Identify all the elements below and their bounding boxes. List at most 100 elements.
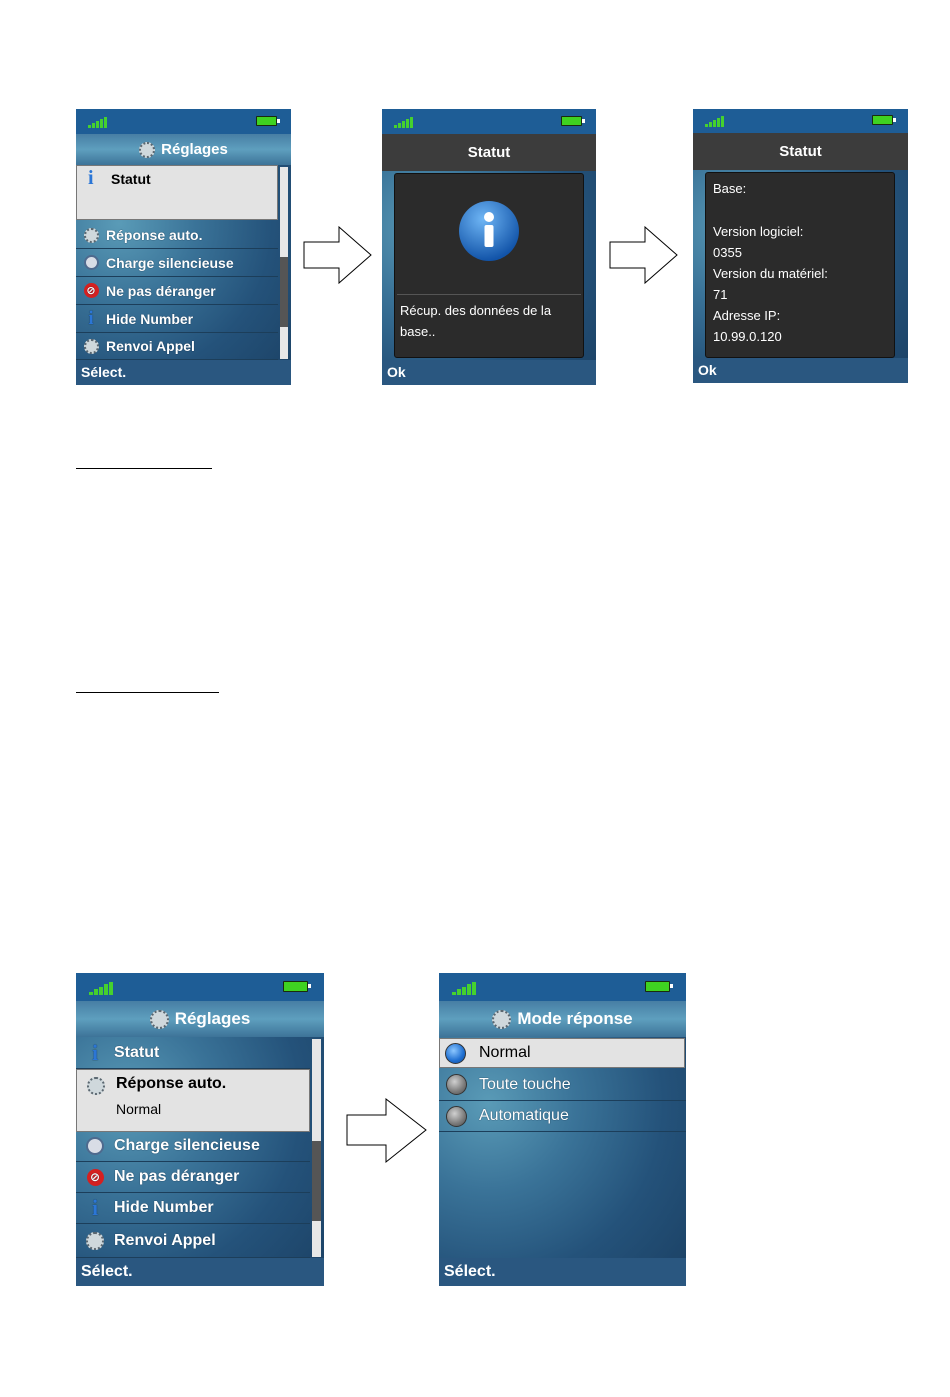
- menu-item-sublabel: Normal: [116, 1101, 162, 1117]
- status-bar: [76, 109, 291, 134]
- menu-item-silent-charge[interactable]: Charge silencieuse: [76, 1131, 310, 1162]
- screen-header: Réglages: [76, 134, 291, 165]
- menu-item-do-not-disturb[interactable]: ⊘ Ne pas déranger: [76, 277, 278, 305]
- menu-item-label: Hide Number: [106, 310, 194, 327]
- screen-title: Statut: [779, 143, 822, 160]
- status-loading-screen: Statut Récup. des données de la base.. O…: [382, 109, 596, 385]
- menu-item-auto-answer[interactable]: Réponse auto.: [76, 222, 278, 249]
- scrollbar-thumb[interactable]: [280, 257, 288, 327]
- softkey-ok[interactable]: Ok: [387, 364, 406, 380]
- arrow-right-icon: [609, 226, 678, 285]
- options-body: [439, 1037, 686, 1258]
- menu-item-label: Ne pas déranger: [114, 1168, 240, 1185]
- option-any-key[interactable]: Toute touche: [439, 1069, 686, 1101]
- menu-item-call-forward[interactable]: Renvoi Appel: [76, 1224, 310, 1258]
- softkey-bar: Sélect.: [439, 1258, 686, 1286]
- radio-checked-icon[interactable]: [445, 1043, 466, 1064]
- dialog-separator: [397, 294, 581, 295]
- settings-screen-1: Réglages i Statut Réponse auto. Charge s…: [76, 109, 291, 385]
- settings-gear-icon: [139, 141, 156, 158]
- phone-settings-icon: [492, 1009, 512, 1029]
- battery-icon: [283, 981, 311, 992]
- option-label: Toute touche: [479, 1075, 571, 1093]
- do-not-disturb-icon: ⊘: [83, 283, 99, 298]
- webcam-icon: [86, 1137, 104, 1155]
- status-bar: [439, 973, 686, 1001]
- underline: [76, 468, 212, 469]
- answer-mode-screen: Mode réponse Normal Toute touche Automat…: [439, 973, 686, 1286]
- menu-item-call-forward[interactable]: Renvoi Appel: [76, 333, 278, 360]
- option-automatic[interactable]: Automatique: [439, 1101, 686, 1132]
- softkey-select[interactable]: Sélect.: [81, 1263, 133, 1280]
- do-not-disturb-icon: ⊘: [86, 1168, 104, 1186]
- status-line: 0355: [713, 245, 742, 260]
- signal-strength-icon: [88, 116, 107, 128]
- signal-strength-icon: [89, 981, 113, 995]
- status-bar: [382, 109, 596, 134]
- menu-item-label: Statut: [114, 1043, 160, 1061]
- menu-item-selected[interactable]: Réponse auto. Normal: [76, 1069, 310, 1132]
- radio-unchecked-icon[interactable]: [445, 1105, 467, 1127]
- menu-item-label: Réponse auto.: [106, 227, 203, 243]
- option-normal[interactable]: Normal: [439, 1038, 685, 1068]
- battery-icon: [872, 115, 896, 125]
- battery-icon: [561, 116, 585, 126]
- status-line: Base:: [713, 181, 747, 196]
- settings-screen-2: Réglages i Statut Réponse auto. Normal C…: [76, 973, 324, 1286]
- info-icon: i: [91, 1039, 99, 1065]
- scrollbar[interactable]: [280, 167, 288, 359]
- menu-item-selected[interactable]: i Statut: [76, 165, 278, 220]
- option-label: Normal: [479, 1044, 531, 1061]
- status-bar: [76, 973, 324, 1001]
- arrow-right-icon: [303, 226, 372, 285]
- status-line: Adresse IP:: [713, 308, 781, 323]
- arrow-right-icon: [346, 1098, 427, 1164]
- signal-strength-icon: [705, 115, 724, 127]
- webcam-icon: [83, 255, 99, 270]
- screen-title: Statut: [467, 144, 511, 161]
- menu-item-status[interactable]: i Statut: [76, 1037, 310, 1069]
- scrollbar-thumb[interactable]: [312, 1141, 321, 1221]
- softkey-bar: Ok: [382, 360, 596, 385]
- battery-icon: [256, 116, 280, 126]
- status-line: Version logiciel:: [713, 224, 804, 239]
- status-details-panel: Base: Version logiciel: 0355 Version du …: [705, 172, 895, 358]
- status-line: 71: [713, 287, 728, 302]
- info-icon: i: [88, 167, 94, 189]
- scrollbar[interactable]: [312, 1039, 321, 1257]
- radio-unchecked-icon[interactable]: [445, 1074, 467, 1095]
- softkey-bar: Sélect.: [76, 360, 291, 385]
- phone-settings-icon: [87, 1077, 105, 1095]
- menu-item-label: Charge silencieuse: [114, 1137, 260, 1154]
- signal-strength-icon: [452, 981, 476, 995]
- menu-item-hide-number[interactable]: i Hide Number: [76, 305, 278, 333]
- gear-icon: [83, 338, 99, 354]
- screen-header: Mode réponse: [439, 1001, 686, 1037]
- screen-header: Statut: [693, 133, 908, 170]
- menu-item-label: Renvoi Appel: [114, 1231, 216, 1249]
- menu-item-label: Réponse auto.: [116, 1075, 227, 1092]
- menu-item-silent-charge[interactable]: Charge silencieuse: [76, 249, 278, 277]
- menu-item-hide-number[interactable]: i Hide Number: [76, 1193, 310, 1224]
- menu-item-do-not-disturb[interactable]: ⊘ Ne pas déranger: [76, 1162, 310, 1193]
- info-icon: i: [88, 307, 94, 329]
- menu-item-label: Charge silencieuse: [106, 254, 234, 271]
- softkey-ok[interactable]: Ok: [698, 362, 717, 378]
- menu-item-label: Hide Number: [114, 1199, 214, 1216]
- info-icon: [459, 201, 519, 261]
- menu-item-label: Renvoi Appel: [106, 338, 195, 354]
- softkey-select[interactable]: Sélect.: [81, 364, 127, 380]
- menu-item-label: Statut: [111, 171, 151, 187]
- option-label: Automatique: [479, 1107, 569, 1124]
- screen-header: Réglages: [76, 1001, 324, 1037]
- underline: [76, 692, 219, 693]
- signal-strength-icon: [394, 116, 413, 128]
- status-line: Version du matériel:: [713, 266, 828, 281]
- status-details-screen: Statut Base: Version logiciel: 0355 Vers…: [693, 109, 908, 383]
- softkey-select[interactable]: Sélect.: [444, 1263, 496, 1280]
- info-dialog: Récup. des données de la base..: [394, 173, 584, 358]
- softkey-bar: Ok: [693, 358, 908, 383]
- screen-title: Mode réponse: [517, 1009, 633, 1028]
- softkey-bar: Sélect.: [76, 1258, 324, 1286]
- screen-header: Statut: [382, 134, 596, 171]
